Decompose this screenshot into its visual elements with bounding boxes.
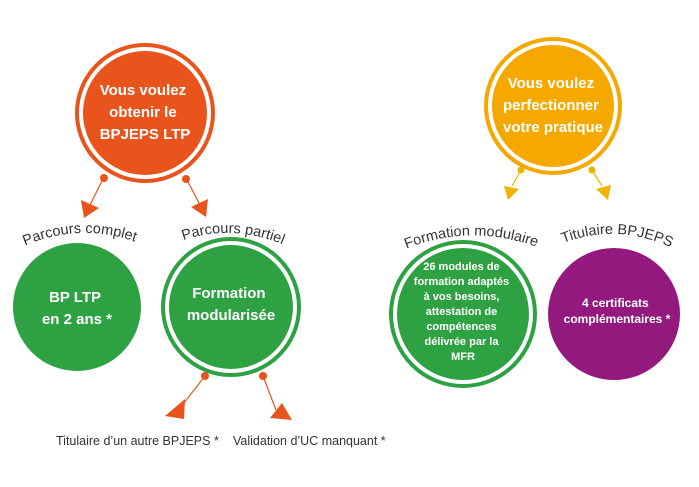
option-text-line: en 2 ans * <box>42 311 112 328</box>
arrow-head-icon <box>504 186 519 200</box>
svg-text:Vous voulez perfectionne: Vous voulez perfectionner votre pratique <box>503 75 603 136</box>
outcome-missing-uc: Validation d’UC manquant * <box>233 434 386 448</box>
svg-text:26 modules de formation: 26 modules de formation adaptés à vos be… <box>414 261 512 363</box>
connector-top-to-partial <box>182 175 208 217</box>
connector-top-to-holder <box>588 166 611 200</box>
connector-top-to-modular <box>504 166 525 200</box>
goal-text-line: obtenir le <box>109 104 177 121</box>
label-titulaire-bpjeps: Titulaire BPJEPS <box>559 222 675 251</box>
option-text-line: 26 modules de <box>423 261 499 273</box>
option-text-line: compétences <box>426 321 496 333</box>
goal-text-line: BPJEPS LTP <box>100 126 191 143</box>
connector-partial-to-outcome-2 <box>259 372 292 420</box>
option-text-line: MFR <box>451 351 475 363</box>
svg-text:BP LTP en 2 ans *: BP LTP en 2 ans * <box>42 289 112 328</box>
option-text-line: formation adaptés <box>414 276 509 288</box>
goal-text-line: votre pratique <box>503 119 603 136</box>
option-text-line: Formation <box>192 285 265 302</box>
option-circle-holder: 4 certificats complémentaires * <box>548 248 680 380</box>
option-circle-partial: Formation modularisée <box>161 237 301 377</box>
option-text-line: attestation de <box>426 306 498 318</box>
connector-top-to-complete <box>81 174 108 218</box>
goal-text-line: Vous voulez <box>100 82 186 99</box>
goal-circle-improve-practice: Vous voulez perfectionner votre pratique <box>484 37 622 175</box>
svg-text:Formation modularisée: Formation modularisée <box>187 285 275 324</box>
arrow-head-icon <box>596 185 611 200</box>
arrow-head-icon <box>191 199 208 217</box>
outcome-other-bpjeps: Titulaire d’un autre BPJEPS * <box>56 434 219 448</box>
goal-text-line: perfectionner <box>503 97 599 114</box>
goal-text-line: Vous voulez <box>508 75 594 92</box>
option-circle-modular: 26 modules de formation adaptés à vos be… <box>389 240 537 388</box>
option-text-line: délivrée par la <box>424 336 499 348</box>
connector-partial-to-outcome-1 <box>165 372 209 419</box>
option-text-line: modularisée <box>187 307 275 324</box>
arrow-head-icon <box>165 399 185 419</box>
svg-text:4 certificats complément: 4 certificats complémentaires * <box>564 296 671 326</box>
option-text-line: à vos besoins, <box>424 291 500 303</box>
option-text-line: complémentaires * <box>564 312 671 326</box>
goal-circle-obtain-bpjeps: Vous voulez obtenir le BPJEPS LTP <box>75 43 215 183</box>
option-text-line: 4 certificats <box>582 296 649 310</box>
option-text-line: BP LTP <box>49 289 101 306</box>
arrow-head-icon <box>270 403 292 420</box>
svg-text:Vous voulez obtenir le: Vous voulez obtenir le BPJEPS LTP <box>100 82 191 143</box>
option-circle-complete: BP LTP en 2 ans * <box>13 243 141 371</box>
arrow-head-icon <box>81 200 99 218</box>
